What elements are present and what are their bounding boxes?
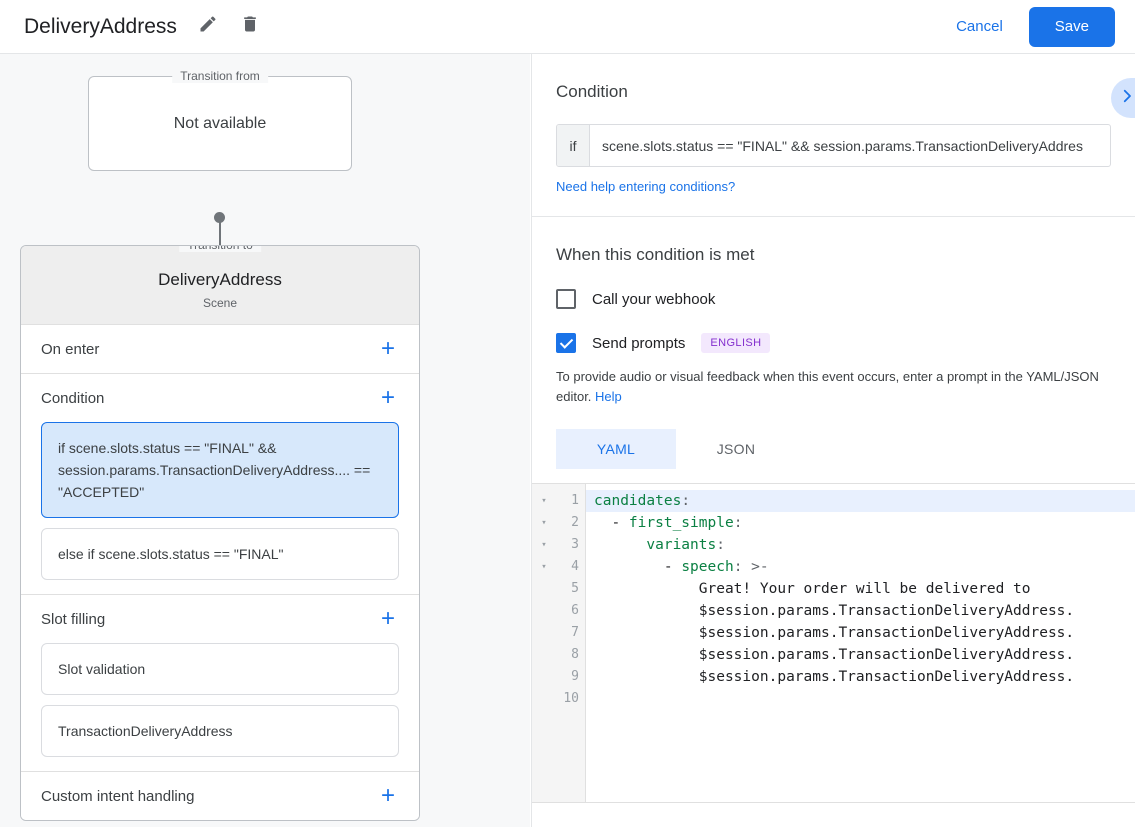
- scene-name: DeliveryAddress: [158, 270, 282, 289]
- tab-json[interactable]: JSON: [716, 441, 756, 457]
- line-number: 2: [571, 515, 579, 530]
- line-number: 10: [563, 691, 579, 706]
- code-line: - speech: >-: [594, 559, 769, 575]
- expand-panel-button[interactable]: [1111, 78, 1135, 118]
- fold-toggle[interactable]: ▾: [541, 540, 547, 550]
- condition-input-row[interactable]: if scene.slots.status == "FINAL" && sess…: [556, 124, 1111, 167]
- condition-item-selected[interactable]: if scene.slots.status == "FINAL" && sess…: [41, 422, 399, 518]
- transition-from-legend: Transition from: [172, 69, 268, 83]
- prompt-help-link[interactable]: Help: [595, 389, 622, 404]
- transition-to-card: Transition to DeliveryAddress Scene On e…: [20, 245, 420, 821]
- top-bar: DeliveryAddress Cancel Save: [0, 0, 1135, 54]
- section-header-custom-intent[interactable]: Custom intent handling +: [21, 772, 419, 820]
- editor-code-area[interactable]: candidates: - first_simple: variants: - …: [586, 484, 1135, 802]
- send-prompts-row: Send prompts ENGLISH: [556, 333, 1111, 353]
- add-condition-button[interactable]: +: [380, 384, 395, 411]
- section-title-slot-filling: Slot filling: [41, 610, 106, 628]
- scene-type: Scene: [202, 296, 238, 310]
- section-title-custom-intent: Custom intent handling: [41, 787, 195, 805]
- when-condition-met-title: When this condition is met: [556, 245, 755, 264]
- line-number: 5: [571, 581, 579, 596]
- section-condition: Condition + if scene.slots.status == "FI…: [21, 373, 419, 594]
- fold-toggle[interactable]: ▾: [541, 562, 547, 572]
- condition-help-link[interactable]: Need help entering conditions?: [556, 179, 736, 194]
- line-number: 6: [571, 603, 579, 618]
- scene-header[interactable]: DeliveryAddress Scene: [21, 246, 419, 324]
- code-line: Great! Your order will be delivered to: [698, 581, 1031, 597]
- transition-from-card[interactable]: Transition from Not available: [88, 69, 352, 171]
- editor-format-tabs: YAML JSON: [556, 429, 1111, 469]
- trash-icon: [240, 14, 260, 39]
- condition-item[interactable]: else if scene.slots.status == "FINAL": [41, 528, 399, 580]
- save-button[interactable]: Save: [1028, 6, 1115, 47]
- pencil-icon: [198, 14, 218, 39]
- prompt-hint-text: To provide audio or visual feedback when…: [556, 369, 1099, 404]
- yaml-editor[interactable]: ▾ ▾ ▾ ▾ 1 2 3 4 5 6 7 8 9 10 candidates:…: [532, 483, 1135, 803]
- scene-graph-pane: Transition from Not available Transition…: [0, 54, 530, 827]
- send-prompts-checkbox[interactable]: [556, 333, 576, 353]
- code-line: candidates:: [586, 490, 1135, 512]
- code-line: [594, 688, 1135, 710]
- line-number: 7: [571, 625, 579, 640]
- add-custom-intent-button[interactable]: +: [380, 782, 395, 809]
- section-title-on-enter: On enter: [41, 340, 100, 358]
- page-title: DeliveryAddress: [24, 14, 177, 38]
- code-line: $session.params.TransactionDeliveryAddre…: [698, 603, 1075, 619]
- panel-divider: [532, 216, 1135, 217]
- code-line: variants:: [646, 537, 725, 553]
- condition-if-label: if: [557, 125, 590, 166]
- detail-pane: Condition if scene.slots.status == "FINA…: [531, 54, 1135, 827]
- fold-toggle[interactable]: ▾: [541, 496, 547, 506]
- section-header-condition[interactable]: Condition +: [21, 374, 419, 422]
- line-number: 4: [571, 559, 579, 574]
- slot-item[interactable]: TransactionDeliveryAddress: [41, 705, 399, 757]
- topbar-actions: Cancel Save: [942, 6, 1115, 47]
- line-number: 1: [571, 493, 579, 508]
- connector-line: [219, 217, 221, 267]
- slot-validation-item[interactable]: Slot validation: [41, 643, 399, 695]
- delete-button[interactable]: [233, 10, 267, 44]
- condition-panel-title: Condition: [556, 82, 628, 101]
- prompt-hint: To provide audio or visual feedback when…: [556, 367, 1111, 407]
- cancel-button[interactable]: Cancel: [942, 10, 1017, 43]
- section-slot-filling: Slot filling + Slot validation Transacti…: [21, 594, 419, 771]
- line-number: 8: [571, 647, 579, 662]
- fold-toggle[interactable]: ▾: [541, 518, 547, 528]
- call-webhook-label: Call your webhook: [592, 290, 716, 308]
- transition-to-legend: Transition to: [179, 246, 261, 252]
- editor-fold-column: ▾ ▾ ▾ ▾: [532, 484, 556, 802]
- line-number: 9: [571, 669, 579, 684]
- edit-name-button[interactable]: [191, 10, 225, 44]
- section-body-condition: if scene.slots.status == "FINAL" && sess…: [21, 422, 419, 594]
- add-on-enter-button[interactable]: +: [380, 335, 395, 362]
- send-prompts-label: Send prompts: [592, 334, 686, 352]
- call-webhook-checkbox[interactable]: [556, 289, 576, 309]
- section-body-slot-filling: Slot validation TransactionDeliveryAddre…: [21, 643, 419, 771]
- tab-yaml[interactable]: YAML: [556, 429, 676, 469]
- editor-line-numbers: 1 2 3 4 5 6 7 8 9 10: [556, 484, 586, 802]
- section-header-slot-filling[interactable]: Slot filling +: [21, 595, 419, 643]
- code-line: $session.params.TransactionDeliveryAddre…: [698, 625, 1075, 641]
- section-on-enter: On enter +: [21, 324, 419, 373]
- section-custom-intent-handling: Custom intent handling +: [21, 771, 419, 820]
- transition-from-value: Not available: [173, 114, 267, 132]
- webhook-row: Call your webhook: [556, 289, 1111, 309]
- add-slot-filling-button[interactable]: +: [380, 605, 395, 632]
- chevron-right-icon: [1118, 87, 1135, 110]
- section-title-condition: Condition: [41, 389, 105, 407]
- condition-expression-input[interactable]: scene.slots.status == "FINAL" && session…: [602, 137, 1083, 154]
- code-line: - first_simple:: [594, 515, 743, 531]
- section-header-on-enter[interactable]: On enter +: [21, 325, 419, 373]
- line-number: 3: [571, 537, 579, 552]
- code-line: $session.params.TransactionDeliveryAddre…: [698, 647, 1075, 663]
- condition-block: Condition if scene.slots.status == "FINA…: [532, 54, 1135, 216]
- language-badge: ENGLISH: [701, 333, 771, 353]
- code-line: $session.params.TransactionDeliveryAddre…: [698, 669, 1075, 685]
- when-condition-met-block: When this condition is met Call your web…: [532, 217, 1135, 469]
